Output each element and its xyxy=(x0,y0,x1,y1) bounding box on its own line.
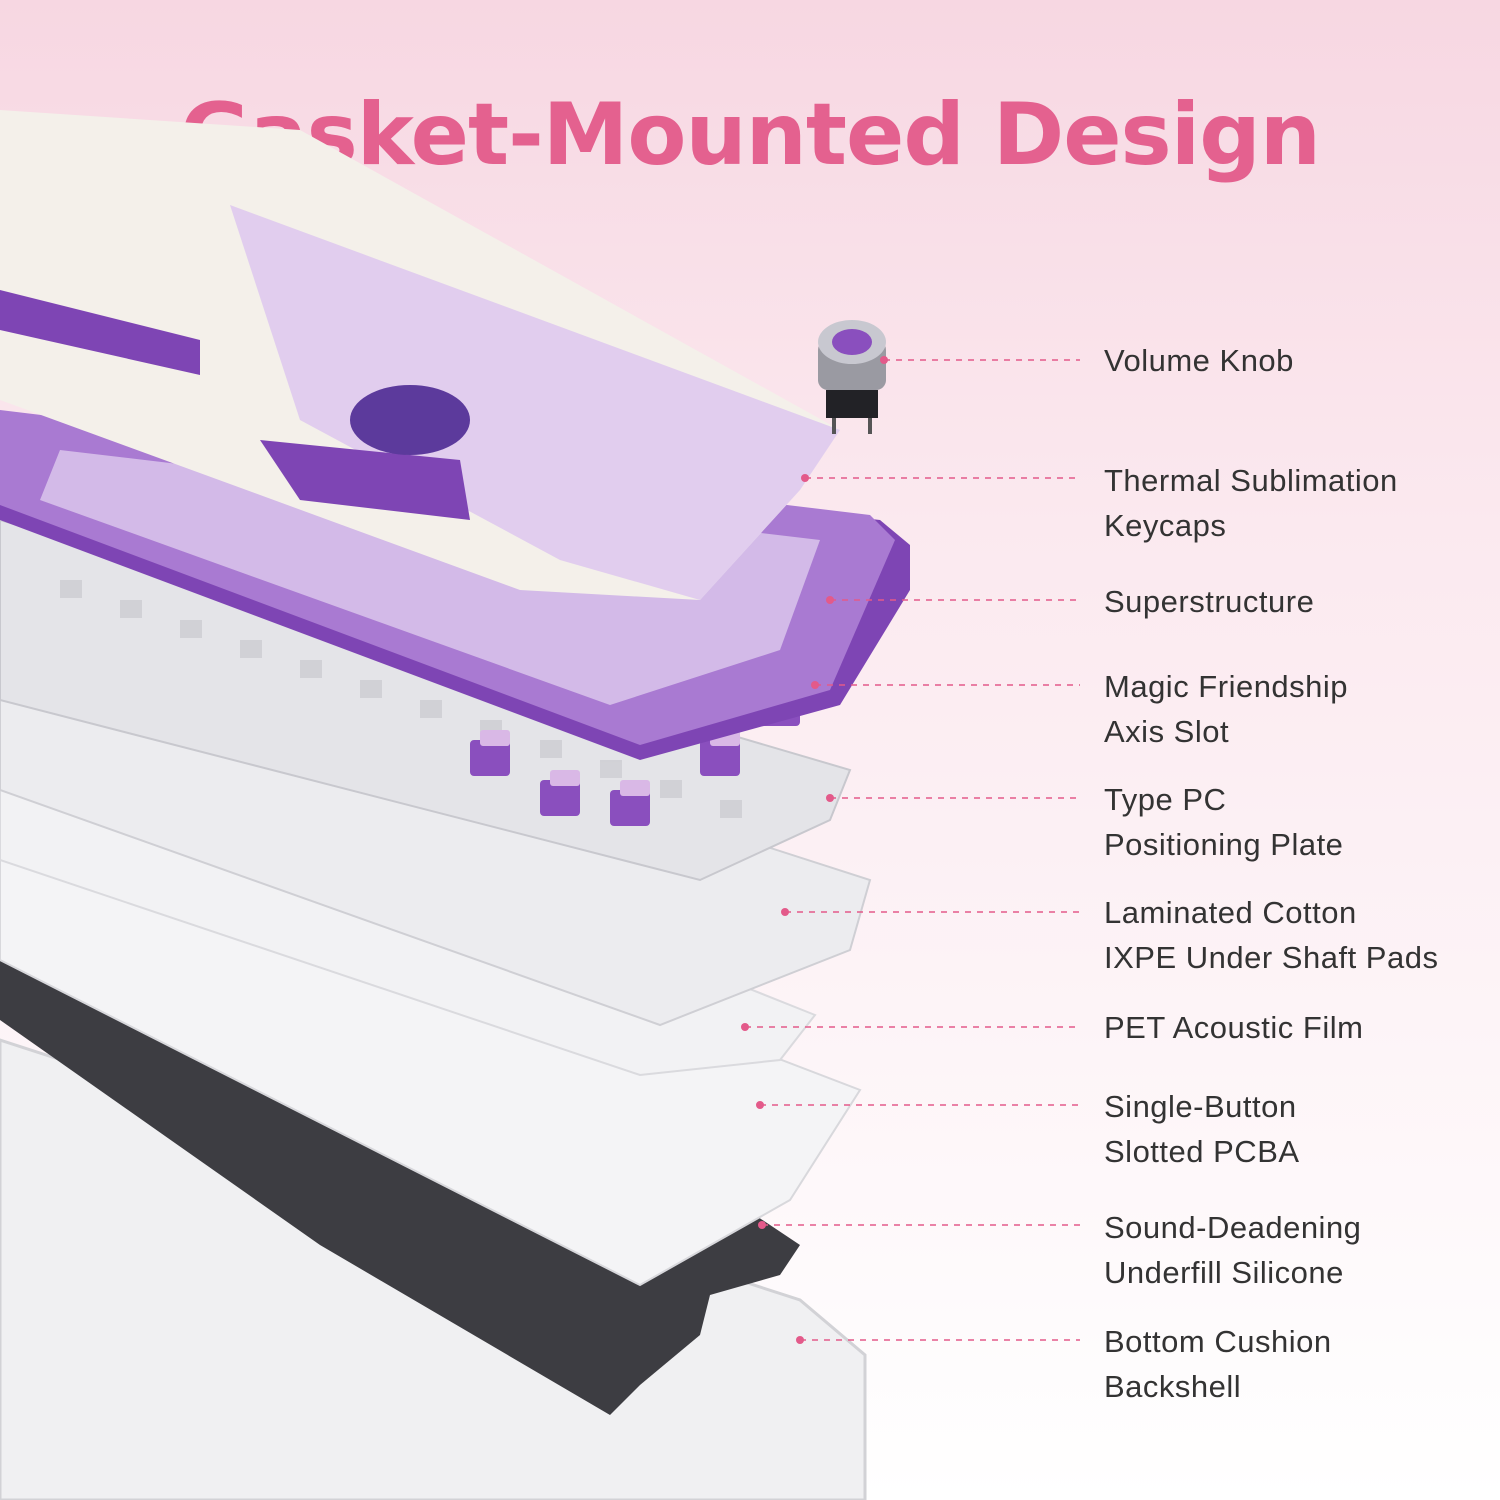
callout-line: Type PC xyxy=(1104,782,1227,817)
leader-dot-volume-knob xyxy=(880,356,888,364)
leader-dot-pet-film xyxy=(741,1023,749,1031)
leader-dot-pc-plate xyxy=(826,794,834,802)
callout-line: IXPE Under Shaft Pads xyxy=(1104,940,1439,975)
callout-line: Sound-Deadening xyxy=(1104,1210,1362,1245)
callout-pet-acoustic-film: PET Acoustic Film xyxy=(1104,1005,1484,1050)
callout-line: Backshell xyxy=(1104,1369,1242,1404)
keycaps-lilac xyxy=(230,205,840,600)
callout-line: Magic Friendship xyxy=(1104,669,1349,704)
callout-line: Underfill Silicone xyxy=(1104,1255,1344,1290)
callout-sound-deadening-underfill-silicone: Sound-Deadening Underfill Silicone xyxy=(1104,1205,1484,1295)
callout-line: Keycaps xyxy=(1104,508,1227,543)
callout-line: Volume Knob xyxy=(1104,343,1294,378)
leader-dot-axis-slot xyxy=(811,681,819,689)
leader-dot-ixpe xyxy=(781,908,789,916)
callout-bottom-cushion-backshell: Bottom Cushion Backshell xyxy=(1104,1319,1484,1409)
leader-dots xyxy=(741,356,888,1344)
leader-dot-superstructure xyxy=(826,596,834,604)
leader-dot-pcba xyxy=(756,1101,764,1109)
callout-line: Bottom Cushion xyxy=(1104,1324,1332,1359)
leader-dot-silicone xyxy=(758,1221,766,1229)
callout-line: Single-Button xyxy=(1104,1089,1297,1124)
callout-line: Axis Slot xyxy=(1104,714,1230,749)
callout-single-button-slotted-pcba: Single-Button Slotted PCBA xyxy=(1104,1084,1484,1174)
callout-magic-friendship-axis-slot: Magic Friendship Axis Slot xyxy=(1104,664,1484,754)
page-title: Gasket-Mounted Design xyxy=(179,85,1321,185)
novelty-keycap xyxy=(350,385,470,455)
callout-thermal-sublimation-keycaps: Thermal Sublimation Keycaps xyxy=(1104,458,1484,548)
callout-line: Positioning Plate xyxy=(1104,827,1344,862)
volume-knob-illustration xyxy=(818,320,886,434)
plate-cutouts xyxy=(60,580,742,818)
leader-lines xyxy=(745,359,1080,1341)
superstructure-window xyxy=(40,450,820,705)
callout-line: Superstructure xyxy=(1104,584,1315,619)
callout-line: Slotted PCBA xyxy=(1104,1134,1300,1169)
keycaps-purple-bottom xyxy=(260,440,470,520)
callout-volume-knob: Volume Knob xyxy=(1104,338,1484,383)
callout-line: Laminated Cotton xyxy=(1104,895,1357,930)
callout-line: PET Acoustic Film xyxy=(1104,1010,1364,1045)
callout-line: Thermal Sublimation xyxy=(1104,463,1398,498)
leader-dot-backshell xyxy=(796,1336,804,1344)
callout-laminated-cotton-ixpe: Laminated Cotton IXPE Under Shaft Pads xyxy=(1104,890,1484,980)
keycaps-purple-bar xyxy=(0,290,200,375)
callout-type-pc-positioning-plate: Type PC Positioning Plate xyxy=(1104,777,1484,867)
leader-dot-keycaps xyxy=(801,474,809,482)
callout-superstructure: Superstructure xyxy=(1104,579,1484,624)
